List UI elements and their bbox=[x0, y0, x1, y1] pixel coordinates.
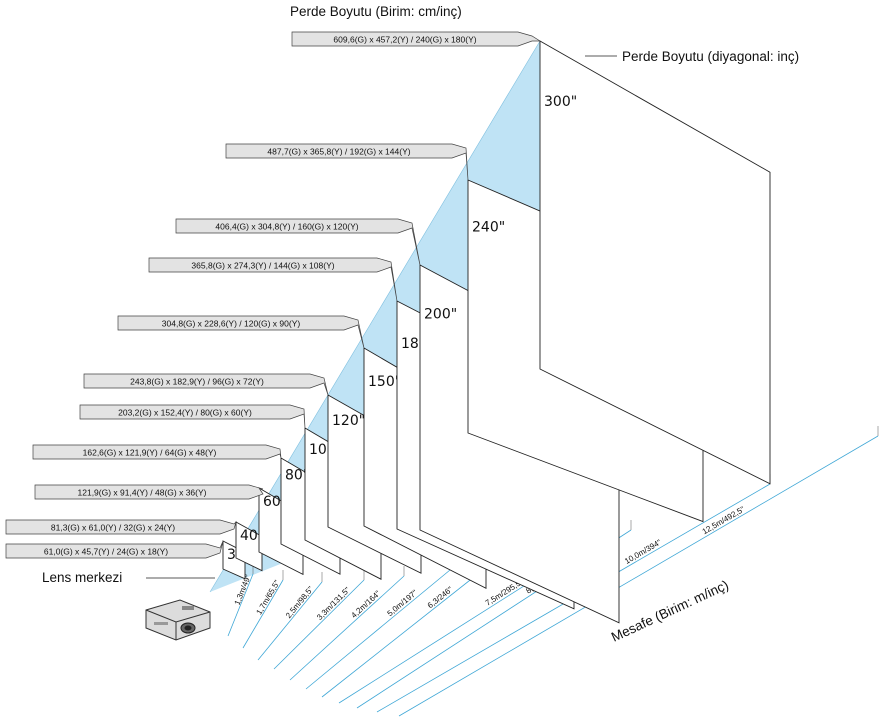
distance-label: 6,3/246" bbox=[426, 585, 455, 610]
size-tag-box bbox=[5, 540, 224, 559]
size-tag-text: 609,6(G) x 457,2(Y) / 240(G) x 180(Y) bbox=[333, 35, 476, 45]
size-tag-text: 487,7(G) x 365,8(Y) / 192(G) x 144(Y) bbox=[267, 147, 410, 157]
size-tag-box bbox=[175, 218, 421, 266]
size-tag-text: 203,2(G) x 152,4(Y) / 80(G) x 60(Y) bbox=[118, 408, 252, 418]
size-tag-box bbox=[291, 31, 542, 47]
screen-size-title: Perde Boyutu (Birim: cm/inç) bbox=[290, 4, 462, 19]
size-tag-text: 406,4(G) x 304,8(Y) / 160(G) x 120(Y) bbox=[215, 222, 358, 232]
screen-rect bbox=[539, 40, 771, 485]
size-tags: 61,0(G) x 45,7(Y) / 24(G) x 18(Y) 81,3(G)… bbox=[5, 31, 542, 559]
size-tag: 365,8(G) x 274,3(Y) / 144(G) x 108(Y) bbox=[148, 257, 398, 302]
lens-center-label: Lens merkezi bbox=[42, 570, 122, 585]
screen-rect bbox=[235, 521, 263, 572]
size-tag-text: 304,8(G) x 228,6(Y) / 120(G) x 90(Y) bbox=[162, 319, 301, 329]
size-tag-box bbox=[5, 519, 237, 535]
size-tag-box bbox=[148, 257, 398, 302]
screen-1: 40" bbox=[235, 521, 264, 572]
distance-line-stroke bbox=[242, 579, 284, 649]
size-tag-text: 61,0(G) x 45,7(Y) / 24(G) x 18(Y) bbox=[44, 547, 168, 557]
size-tag-text: 243,8(G) x 182,9(Y) / 96(G) x 72(Y) bbox=[130, 377, 264, 387]
size-tag: 121,9(G) x 91,4(Y) / 48(G) x 36(Y) bbox=[34, 484, 264, 500]
distance-label: 4,2m/164" bbox=[349, 589, 382, 620]
screen-diagonal-label: 80" bbox=[285, 467, 309, 483]
screen-10: 300" bbox=[539, 40, 771, 485]
projector-icon bbox=[145, 599, 211, 641]
distance-line: 5,0m/197" bbox=[305, 560, 451, 690]
size-tag: 203,2(G) x 152,4(Y) / 80(G) x 60(Y) bbox=[79, 404, 306, 429]
screen-diagonal-label: 120" bbox=[332, 413, 365, 429]
distance-label: 10,0m/394" bbox=[623, 538, 663, 566]
size-tag: 304,8(G) x 228,6(Y) / 120(G) x 90(Y) bbox=[117, 315, 365, 349]
size-tag-box bbox=[117, 315, 365, 349]
distance-line: 3,3m/131,5" bbox=[273, 570, 365, 670]
distance-axis-label: Mesafe (Birim: m/inç) bbox=[609, 577, 731, 644]
size-tag-text: 121,9(G) x 91,4(Y) / 48(G) x 36(Y) bbox=[78, 488, 207, 498]
size-tag: 243,8(G) x 182,9(Y) / 96(G) x 72(Y) bbox=[83, 373, 329, 396]
screen-diagonal-label: 150" bbox=[368, 374, 401, 390]
size-tag-text: 365,8(G) x 274,3(Y) / 144(G) x 108(Y) bbox=[191, 261, 334, 271]
distance-line-stroke bbox=[257, 581, 323, 661]
distance-line-stroke bbox=[398, 435, 879, 717]
distance-line-stroke bbox=[273, 579, 365, 670]
distance-line: 2,5m/98,5" bbox=[257, 572, 323, 661]
size-tag-box bbox=[225, 143, 469, 181]
screens: 30"40"60"80"100"120"150"180"200"240"300" bbox=[222, 40, 771, 624]
screen-diagonal-label: 40" bbox=[240, 528, 264, 544]
distance-line: 4,2m/164" bbox=[289, 566, 405, 681]
screen-diagonal-label: 200" bbox=[424, 307, 457, 323]
size-tag: 487,7(G) x 365,8(Y) / 192(G) x 144(Y) bbox=[225, 143, 469, 181]
distance-line-stroke bbox=[321, 557, 499, 698]
size-tag-box bbox=[79, 404, 306, 429]
size-tag-box bbox=[32, 444, 282, 460]
distance-label: 5,0m/197" bbox=[386, 588, 420, 618]
distance-line-stroke bbox=[305, 569, 451, 690]
distance-line-stroke bbox=[289, 575, 405, 681]
distance-label: 2,5m/98,5" bbox=[284, 585, 315, 621]
distance-label: 1,7m/65,5" bbox=[254, 579, 281, 617]
size-tag-text: 81,3(G) x 61,0(Y) / 32(G) x 24(Y) bbox=[51, 523, 175, 533]
size-tag-text: 162,6(G) x 121,9(Y) / 64(G) x 48(Y) bbox=[83, 448, 217, 458]
size-tag: 81,3(G) x 61,0(Y) / 32(G) x 24(Y) bbox=[5, 519, 237, 535]
distance-line-stroke bbox=[227, 573, 254, 637]
size-tag: 406,4(G) x 304,8(Y) / 160(G) x 120(Y) bbox=[175, 218, 421, 266]
size-tag: 609,6(G) x 457,2(Y) / 240(G) x 180(Y) bbox=[291, 31, 542, 47]
distance-label: 3,3m/131,5" bbox=[315, 585, 352, 622]
diagonal-size-title: Perde Boyutu (diyagonal: inç) bbox=[622, 49, 799, 64]
size-tag: 61,0(G) x 45,7(Y) / 24(G) x 18(Y) bbox=[5, 540, 224, 559]
size-tag-box bbox=[83, 373, 329, 396]
screen-diagonal-label: 300" bbox=[544, 94, 577, 110]
size-tag-box bbox=[34, 484, 264, 500]
size-tag: 162,6(G) x 121,9(Y) / 64(G) x 48(Y) bbox=[32, 444, 282, 460]
screen-diagonal-label: 240" bbox=[472, 220, 505, 236]
